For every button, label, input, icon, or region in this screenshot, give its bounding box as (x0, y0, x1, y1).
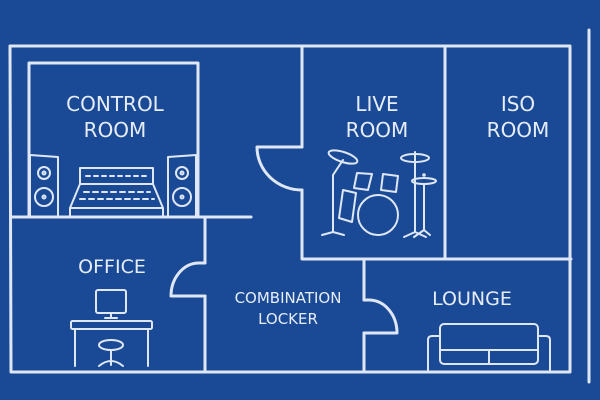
control-room-label-2: ROOM (84, 118, 147, 142)
speaker-icon (29, 154, 59, 218)
walls (8, 28, 591, 384)
mixing-console-icon (69, 167, 164, 218)
door-icon[interactable] (255, 145, 304, 192)
desk-icon (70, 320, 153, 367)
lounge-label: LOUNGE (432, 288, 512, 310)
office-label: OFFICE (78, 256, 146, 278)
iso-room-label: ISO (501, 92, 535, 116)
control-room-label: CONTROL (66, 92, 165, 116)
live-room-label: LIVE (355, 92, 398, 116)
combination-locker-label: COMBINATION (235, 289, 342, 307)
computer-monitor-icon (95, 289, 127, 319)
door-icon[interactable] (169, 261, 207, 298)
chair-icon (98, 339, 124, 367)
speaker-icon (167, 154, 197, 218)
sofa-icon[interactable] (427, 323, 551, 371)
door-icon[interactable] (362, 298, 399, 335)
combination-locker-label-2: LOCKER (258, 310, 318, 328)
drum-kit-icon (321, 149, 437, 238)
live-room-label-2: ROOM (346, 118, 409, 142)
iso-room-label-2: ROOM (487, 118, 550, 142)
